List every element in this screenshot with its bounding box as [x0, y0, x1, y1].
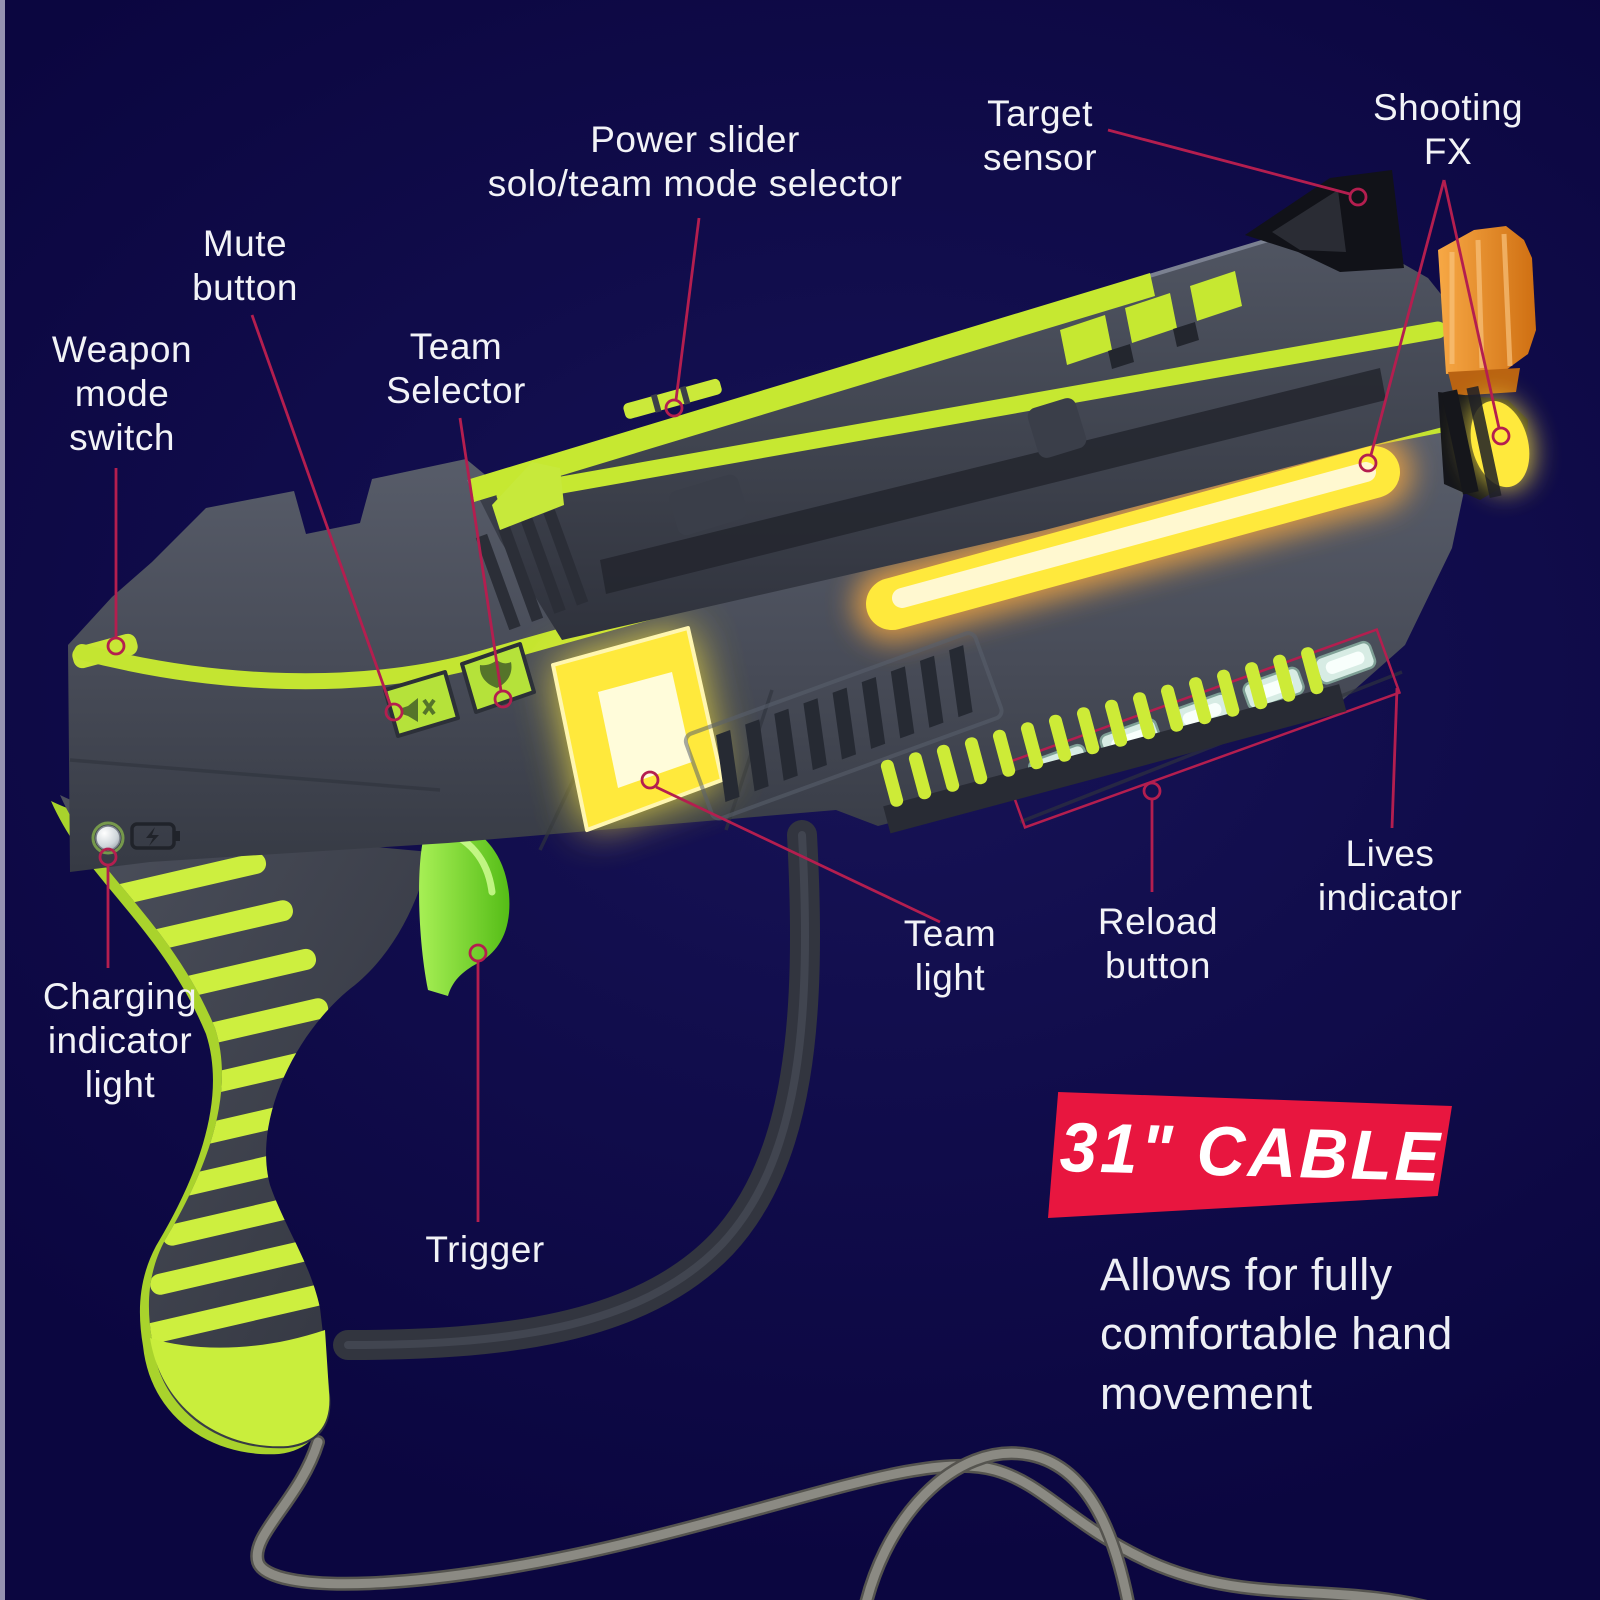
shooting-fx-lens [1438, 385, 1532, 500]
charging-indicator [91, 821, 180, 855]
barrel-checker-blocks [1060, 271, 1242, 365]
callout-line-team-selector [458, 417, 503, 692]
callout-label-team-light: Team light [903, 913, 997, 999]
callout-label-reload-button: Reload button [1097, 901, 1219, 987]
callout-line-shooting-fx-2 [1442, 179, 1501, 429]
barrel-top-green-stripe [470, 273, 1155, 502]
callout-label-mute-button: Mute button [192, 223, 298, 309]
callout-dot-mute-button [384, 702, 404, 722]
callout-line-power-slider [674, 217, 701, 401]
callout-line-mute-button [250, 314, 392, 705]
callout-dot-team-selector [493, 689, 513, 709]
callout-dot-power-slider [664, 398, 684, 418]
callout-dot-shooting-fx-1 [1358, 453, 1378, 473]
callout-dot-reload-button [1142, 781, 1162, 801]
callout-lines [98, 128, 1511, 1222]
callout-dot-weapon-mode-switch [106, 636, 126, 656]
charging-led [95, 825, 121, 851]
callout-line-shooting-fx-1 [1369, 179, 1446, 456]
barrel-mid-green-stripe [496, 321, 1447, 504]
cable-description: Allows for fully comfortable hand moveme… [1100, 1249, 1453, 1419]
cable-length-badge: 31" CABLE [1048, 1092, 1452, 1218]
grip-pad-1 [669, 474, 747, 536]
barrel-checker-notches [1108, 322, 1199, 369]
callout-dot-trigger [468, 943, 488, 963]
callout-label-trigger: Trigger [425, 1229, 545, 1270]
team-light [551, 626, 724, 832]
callout-line-team-light [655, 785, 941, 924]
speaker-muted-icon [402, 698, 436, 722]
callout-dot-charging-indicator [98, 847, 118, 867]
callout-label-lives-indicator: Lives indicator [1317, 833, 1463, 919]
target-sensor-sight [1245, 170, 1404, 272]
callout-label-weapon-mode-switch: Weapon mode switch [51, 329, 193, 459]
callout-label-charging-indicator: Charging indicator light [42, 976, 198, 1106]
barrel-slot [600, 368, 1386, 594]
cable [250, 1435, 1428, 1600]
trigger-guard [333, 820, 821, 1360]
callout-dot-shooting-fx-2 [1491, 426, 1511, 446]
callout-dot-target-sensor [1348, 187, 1368, 207]
vent-slats [683, 631, 1004, 821]
glow-bar [854, 434, 1412, 642]
callout-dot-team-light [640, 770, 660, 790]
shield-icon [479, 660, 512, 688]
callout-line-lives-indicator [1390, 687, 1399, 829]
left-edge-strip [0, 0, 5, 1600]
reload-rail [880, 647, 1347, 834]
grip-base-cap [150, 1330, 330, 1447]
barrel-ribs [475, 509, 589, 631]
trigger-guard-highlight [344, 831, 810, 1349]
callout-label-team-selector: Team Selector [386, 326, 526, 412]
front-sight [492, 462, 564, 530]
callout-label-power-slider: Power slider solo/team mode selector [487, 119, 903, 205]
grip-pad-2 [1027, 398, 1087, 458]
callout-label-shooting-fx: Shooting FX [1372, 87, 1524, 173]
callout-line-target-sensor [1107, 128, 1351, 196]
barrel [467, 226, 1470, 640]
callout-label-target-sensor: Target sensor [982, 93, 1098, 179]
cable-length-text: 31" CABLE [1058, 1107, 1444, 1196]
battery-icon [130, 822, 180, 850]
